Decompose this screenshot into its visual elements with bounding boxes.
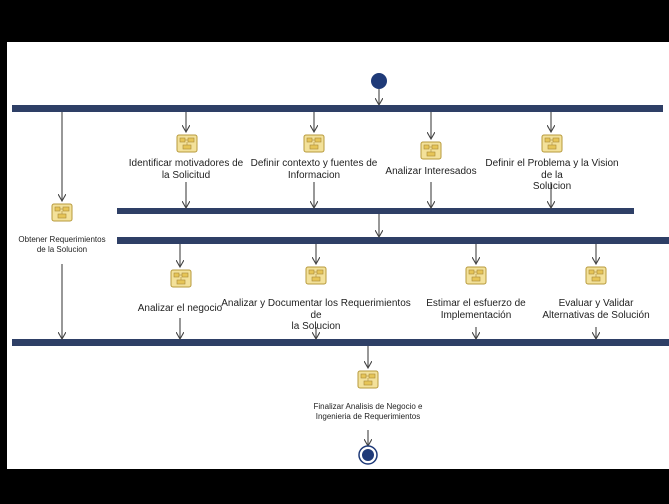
activity-icon-obtener [51, 203, 73, 222]
fork-bar-2 [117, 237, 669, 244]
activity-label-evaluar: Evaluar y Validar Alternativas de Soluci… [542, 298, 650, 321]
video-edge-left [0, 0, 7, 504]
activity-label-definir-contexto: Definir contexto y fuentes de Informacio… [250, 158, 378, 181]
activity-icon-analizar-documentar [305, 266, 327, 285]
activity-icon-estimar [465, 266, 487, 285]
activity-diagram-canvas: Obtener Requerimientos de la Solucion Id… [7, 42, 669, 469]
activity-label-analizar-documentar: Analizar y Documentar los Requerimientos… [221, 298, 411, 332]
activity-icon-analizar-negocio [170, 269, 192, 288]
final-node [358, 445, 378, 465]
activity-icon-definir-contexto [303, 134, 325, 153]
activity-label-obtener: Obtener Requerimientos de la Solucion [18, 235, 106, 254]
join-bar-2 [12, 339, 669, 346]
activity-label-analizar-interesados: Analizar Interesados [385, 166, 477, 177]
activity-label-definir-problema: Definir el Problema y la Vision de la So… [485, 158, 619, 192]
video-letterbox-top [0, 0, 669, 42]
activity-label-estimar: Estimar el esfuerzo de Implementación [426, 298, 526, 321]
fork-bar-1 [12, 105, 663, 112]
activity-label-finalizar: Finalizar Analisis de Negocio e Ingenier… [313, 402, 423, 421]
activity-icon-identificar [176, 134, 198, 153]
initial-node [371, 73, 387, 89]
join-bar-1 [117, 208, 634, 214]
activity-icon-definir-problema [541, 134, 563, 153]
activity-icon-evaluar [585, 266, 607, 285]
activity-label-analizar-negocio: Analizar el negocio [137, 303, 223, 314]
video-letterbox-bottom [0, 469, 669, 504]
activity-icon-finalizar [357, 370, 379, 389]
activity-diagram [12, 73, 669, 465]
activity-label-identificar: Identificar motivadores de la Solicitud [128, 158, 244, 181]
activity-icon-analizar-interesados [420, 141, 442, 160]
